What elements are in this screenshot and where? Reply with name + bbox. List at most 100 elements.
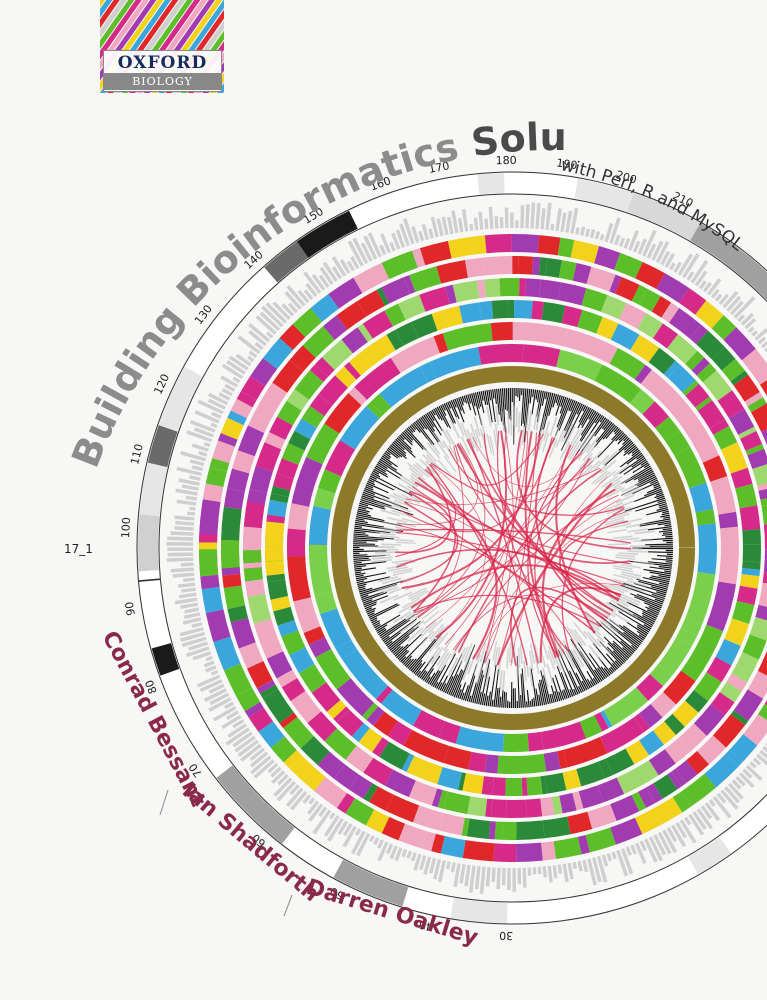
inner-shade-bar [543, 421, 551, 441]
data-track-segment [265, 525, 284, 547]
data-track-segment [395, 321, 419, 346]
data-track-segment [279, 712, 298, 729]
inner-histogram-bar [613, 426, 619, 433]
data-track-segment [526, 776, 543, 796]
inner-shade-bar [627, 528, 648, 533]
histogram-bar [203, 688, 227, 703]
data-track-segment [667, 771, 682, 790]
inner-histogram-bar [643, 463, 650, 469]
link-arc [409, 490, 456, 613]
histogram-bar [464, 864, 471, 887]
histogram-bar [327, 817, 344, 842]
inner-histogram-bar [635, 501, 667, 512]
inner-shade-bar [489, 435, 495, 456]
inner-shade-bar [548, 439, 558, 459]
inner-histogram-bar [369, 475, 377, 480]
inner-histogram-bar [657, 499, 666, 504]
data-track-segment [440, 836, 466, 858]
inner-histogram-bar [392, 441, 407, 454]
inner-histogram-bar [665, 535, 673, 538]
inner-histogram-bar [618, 433, 626, 441]
data-track-segment [373, 711, 398, 737]
data-track-segment [685, 572, 716, 626]
histogram-bar [423, 856, 432, 875]
inner-histogram-bar [382, 453, 391, 460]
histogram-bar [625, 846, 632, 856]
data-track-segment [300, 736, 330, 765]
data-track-segment [491, 300, 509, 319]
inner-histogram-bar [410, 630, 445, 672]
histogram-bar [754, 328, 767, 341]
ideogram-band [147, 425, 178, 468]
histogram-bar [655, 241, 670, 264]
inner-histogram-bar [558, 691, 563, 701]
link-arc [468, 438, 539, 664]
data-track-segment [270, 596, 290, 605]
histogram-bar [225, 727, 250, 746]
histogram-bar [537, 866, 542, 875]
inner-histogram-bar [580, 410, 597, 436]
histogram-bar [446, 216, 454, 235]
data-track-segment [249, 465, 273, 494]
inner-histogram-bar [374, 623, 381, 629]
histogram-bar [722, 290, 739, 309]
inner-histogram-bar [600, 666, 609, 677]
data-track-segment [467, 751, 487, 773]
inner-shade-bar [470, 432, 479, 452]
data-track-segment [710, 476, 737, 515]
inner-histogram-bar [491, 699, 494, 707]
data-track-segment [265, 546, 284, 562]
data-track-segment [545, 258, 562, 278]
data-track-segment [731, 600, 755, 624]
inner-histogram-bar [355, 517, 365, 521]
inner-shade-bar [447, 657, 459, 677]
inner-histogram-bar [483, 676, 491, 706]
data-track-segment [227, 410, 247, 426]
histogram-bar [575, 227, 580, 235]
inner-shade-bar [584, 460, 601, 476]
data-track-segment [730, 467, 753, 489]
inner-histogram-bar [642, 611, 657, 620]
data-track-segment [452, 280, 480, 303]
histogram-bar [276, 780, 296, 802]
inner-shade-bar [601, 618, 618, 633]
data-track-segment [747, 397, 767, 413]
histogram-bar [764, 347, 767, 353]
inner-histogram-bar [637, 470, 654, 481]
histogram-bar [226, 360, 246, 375]
inner-histogram-bar [594, 418, 608, 437]
inner-histogram-bar [366, 482, 389, 494]
data-track-segment [747, 448, 767, 470]
inner-histogram-bar [424, 413, 435, 428]
inner-histogram-bar [529, 389, 533, 404]
data-track-segment [244, 701, 264, 718]
data-track-segment [289, 456, 323, 516]
histogram-bar [180, 602, 199, 609]
histogram-bar [604, 222, 614, 243]
inner-histogram-bar [381, 619, 411, 641]
inner-histogram-bar [658, 565, 672, 569]
data-track-segment [358, 728, 383, 753]
histogram-bar [696, 808, 713, 830]
inner-histogram-bar [480, 391, 484, 401]
inner-shade-bar [612, 509, 633, 517]
histogram-bar [174, 526, 194, 531]
data-track-segment [287, 503, 310, 531]
data-track-segment [455, 726, 505, 752]
data-track-segment [761, 505, 767, 525]
data-track-segment [730, 710, 749, 726]
data-track-segment [669, 307, 702, 339]
histogram-bar [535, 202, 541, 230]
inner-histogram-bar [407, 658, 417, 669]
inner-histogram-bar [530, 668, 538, 707]
data-track-segment [238, 642, 258, 655]
histogram-bar [194, 410, 220, 424]
link-arc [417, 476, 631, 564]
inner-histogram-bar [631, 644, 637, 651]
histogram-bar [413, 853, 422, 871]
inner-histogram-bar [413, 663, 423, 674]
inner-shade-bar [473, 653, 481, 674]
inner-histogram-bar [666, 541, 673, 544]
inner-shade-bar [407, 627, 424, 643]
inner-shade-bar [392, 570, 413, 577]
